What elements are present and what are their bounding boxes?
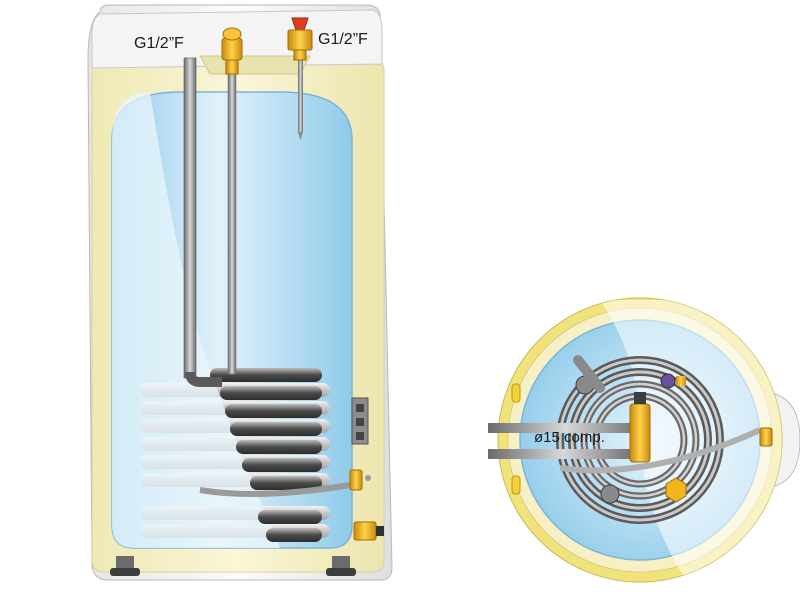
inlet-thread-label: G1/2”F — [134, 35, 184, 52]
compression-pipes — [488, 423, 762, 474]
brass-fitting-icon — [221, 27, 243, 75]
cold-inlet-dip-tube — [183, 57, 197, 379]
valve-thread-label: G1/2”F — [318, 31, 368, 48]
drain-valve-icon — [353, 521, 384, 541]
anode-rod — [298, 60, 303, 132]
brass-fitting-icon — [629, 392, 651, 463]
safety-valve-icon — [287, 17, 313, 61]
sensor-gauge-icon — [349, 469, 371, 491]
thermostat-pocket — [351, 397, 369, 445]
coil-port-lower — [600, 484, 620, 504]
heat-exchanger-coil — [199, 368, 351, 542]
cutaway-section — [112, 92, 280, 548]
tank-top-view — [488, 297, 800, 583]
top-coil — [556, 356, 724, 524]
drain-valve-icon — [665, 427, 773, 503]
sensor-gauge-icon — [660, 373, 686, 389]
support-foot-icon — [110, 556, 356, 576]
hot-outlet-tube — [227, 73, 237, 375]
pipe-size-label: ø15 comp. — [534, 429, 605, 446]
tank-side-view — [87, 4, 393, 581]
